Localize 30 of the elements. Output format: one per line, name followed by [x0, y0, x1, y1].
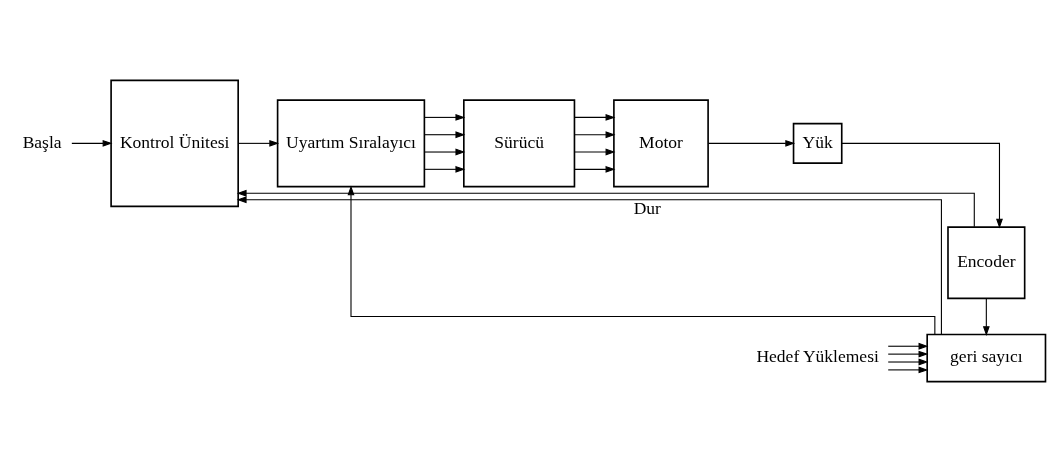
arrow — [574, 113, 616, 121]
node-box: Motor — [613, 99, 709, 188]
arrow — [887, 342, 929, 350]
arrow — [574, 165, 616, 173]
arrow — [424, 131, 466, 139]
arrow — [236, 196, 942, 335]
arrow — [574, 148, 616, 156]
arrow — [424, 113, 466, 121]
node-box: Yük — [792, 122, 843, 164]
arrow — [71, 139, 113, 147]
node-box: Uyartım Sıralayıcı — [276, 99, 426, 188]
node-box: Encoder — [947, 226, 1026, 300]
arrow — [887, 358, 929, 366]
arrow — [887, 350, 929, 358]
arrow — [574, 131, 616, 139]
arrow — [236, 189, 975, 228]
arrow — [347, 185, 936, 335]
arrow — [707, 139, 796, 147]
node-text: Hedef Yüklemesi — [756, 346, 879, 367]
arrow — [982, 298, 990, 337]
node-box: Sürücü — [463, 99, 576, 188]
arrow — [887, 366, 929, 374]
arrow — [424, 148, 466, 156]
arrow — [237, 139, 280, 147]
node-text: Başla — [22, 131, 62, 152]
arrow — [424, 165, 466, 173]
node-box: geri sayıcı — [926, 333, 1047, 383]
edge-label: Dur — [633, 197, 661, 218]
node-box: Kontrol Ünitesi — [110, 79, 239, 208]
arrow — [841, 142, 1003, 229]
